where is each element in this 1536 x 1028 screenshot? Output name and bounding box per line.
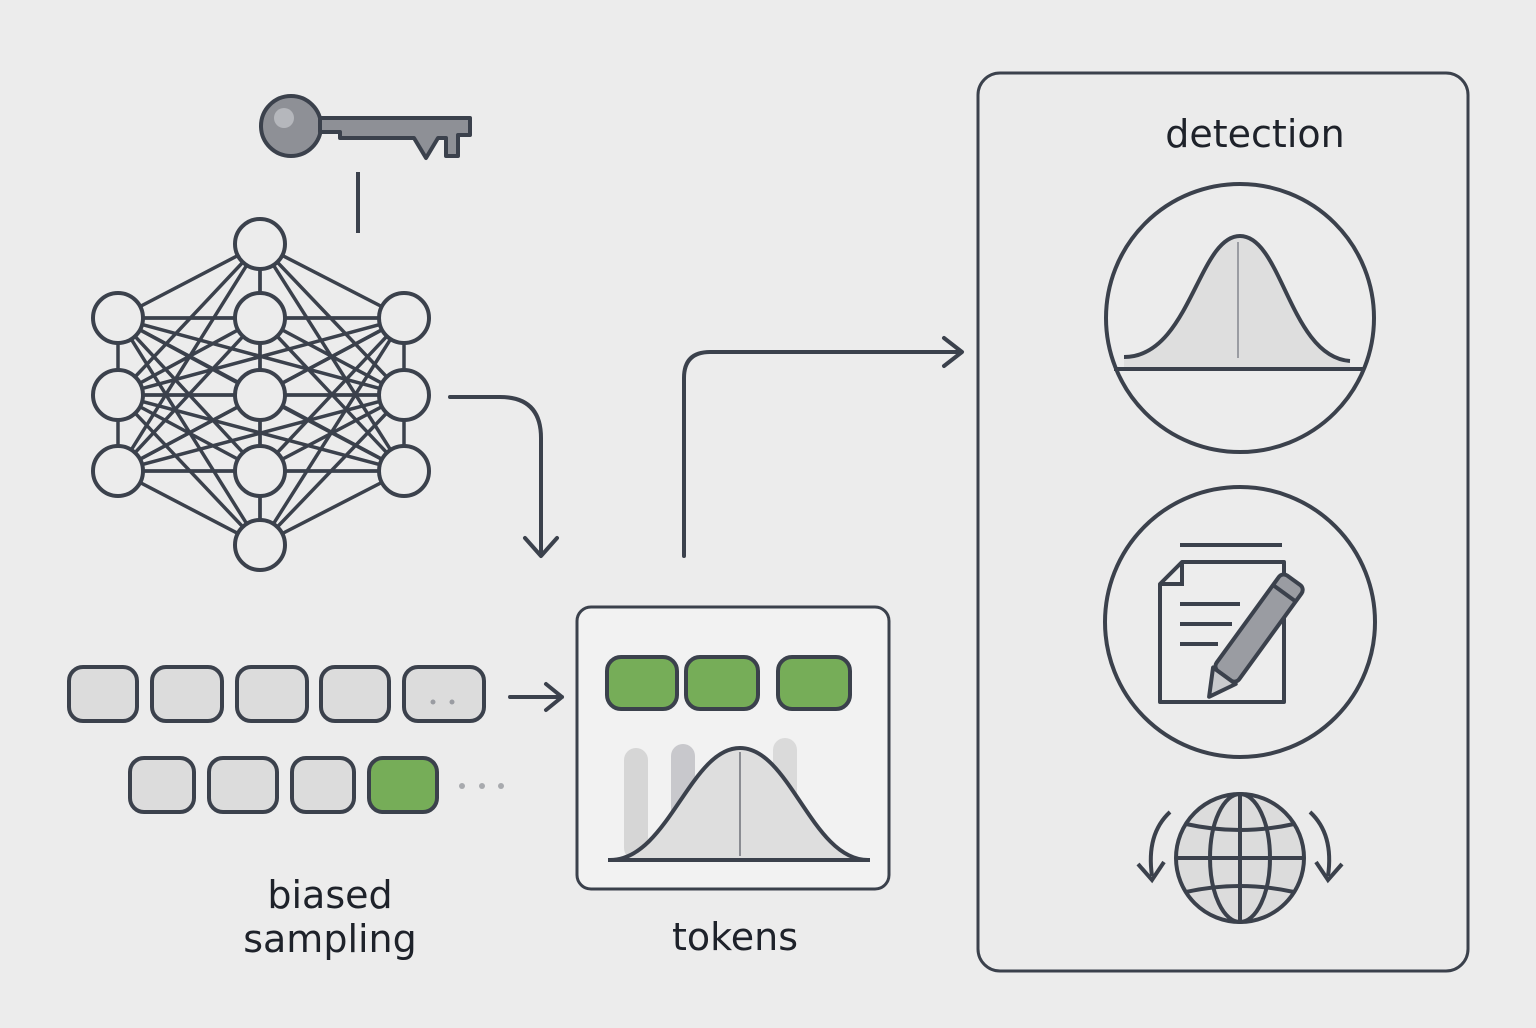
- detection-arrow-head: [942, 336, 964, 368]
- ellipsis-dot: [430, 699, 436, 705]
- ellipsis-dot: [498, 783, 504, 789]
- distribution-circle: [1104, 182, 1376, 454]
- token-chip: [207, 756, 279, 814]
- token-chip: [128, 756, 196, 814]
- network-node: [377, 368, 431, 422]
- network-to-tokens-arrow: [448, 395, 543, 555]
- ellipsis-dot: [449, 699, 455, 705]
- rotate-arrow-left: [1148, 810, 1172, 877]
- sampling-to-tokens-arrow: [508, 682, 564, 712]
- token-chip-ellipsis: [402, 665, 486, 723]
- network-node: [233, 368, 287, 422]
- tokens-box: [575, 605, 891, 891]
- token-sequence: [67, 665, 504, 814]
- network-arrow-head: [523, 536, 559, 558]
- token-chip: [235, 665, 309, 723]
- token-chip: [67, 665, 139, 723]
- network-edge: [258, 316, 406, 473]
- token-chip-green: [776, 655, 852, 711]
- ellipsis-dot: [479, 783, 485, 789]
- token-chip-green: [367, 756, 439, 814]
- detection-label: detection: [1165, 112, 1345, 156]
- tokens-label: tokens: [671, 915, 799, 959]
- network-node: [91, 444, 145, 498]
- biased-sampling-label-line2: sampling: [243, 917, 417, 961]
- network-edge: [259, 316, 405, 397]
- ellipsis-dot: [459, 783, 465, 789]
- detection-panel: [976, 71, 1470, 973]
- faded-bar: [624, 748, 648, 860]
- network-edge: [116, 316, 262, 473]
- key-icon: [259, 94, 472, 160]
- document-circle: [1103, 485, 1377, 759]
- network-node: [91, 368, 145, 422]
- tokens-to-detection-arrow: [682, 350, 962, 558]
- network-node: [233, 291, 287, 345]
- token-chip: [290, 756, 356, 814]
- network-node: [91, 291, 145, 345]
- rotate-arrow-right: [1308, 810, 1332, 877]
- token-chip-green: [605, 655, 679, 711]
- globe-icon: [1136, 792, 1344, 924]
- network-node: [377, 444, 431, 498]
- neural-network-icon: [91, 217, 431, 572]
- network-node: [233, 518, 287, 572]
- token-chip: [150, 665, 224, 723]
- network-node: [233, 444, 287, 498]
- network-node: [377, 291, 431, 345]
- biased-sampling-label: biased sampling: [200, 873, 460, 961]
- network-edge: [259, 393, 405, 473]
- biased-sampling-label-line1: biased: [267, 873, 393, 917]
- token-chip: [319, 665, 391, 723]
- token-chip-green: [684, 655, 760, 711]
- network-node: [233, 217, 287, 271]
- document-pen-icon: [1158, 543, 1305, 704]
